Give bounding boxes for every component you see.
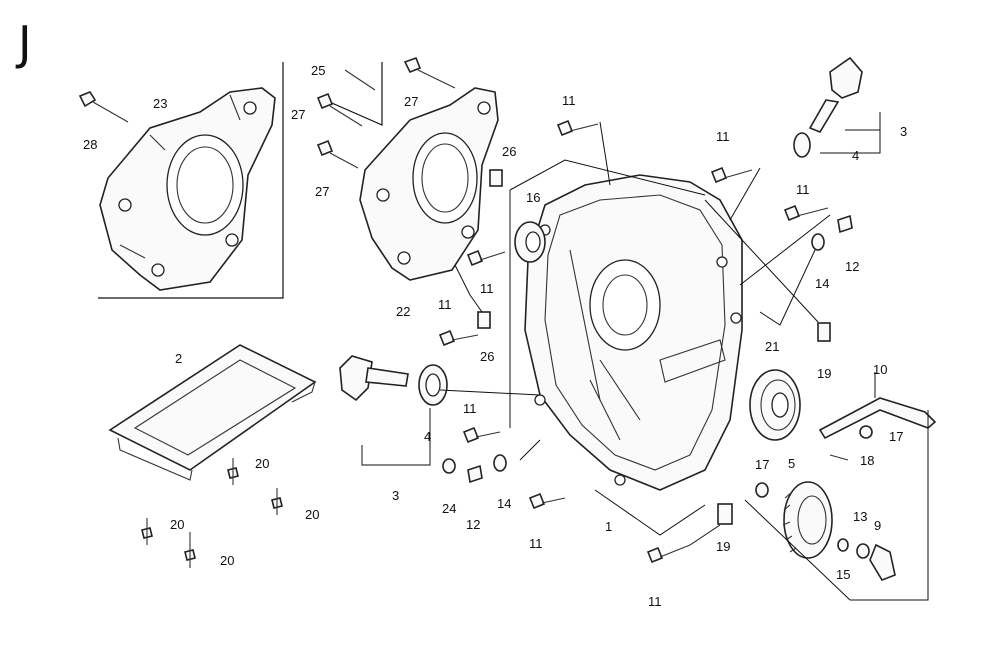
callout-11: 11 <box>438 297 452 312</box>
callout-17: 17 <box>755 457 770 472</box>
cylinder-adapter-23 <box>99 87 276 291</box>
leader-lines <box>361 112 929 601</box>
small-parts <box>442 169 873 559</box>
callout-3: 3 <box>900 124 908 139</box>
callout-26: 26 <box>480 349 495 364</box>
callout-11: 11 <box>463 401 477 416</box>
callout-20: 20 <box>170 517 185 532</box>
callout-14: 14 <box>497 496 512 511</box>
callout-11: 11 <box>529 536 543 551</box>
callout-5: 5 <box>788 456 796 471</box>
callout-11: 11 <box>716 129 730 144</box>
callout-15: 15 <box>836 567 851 582</box>
crankcase-cover-1 <box>524 174 743 491</box>
callout-27: 27 <box>291 107 306 122</box>
oil-filler-cap-3-top <box>793 56 863 158</box>
callout-22: 22 <box>396 304 411 319</box>
callout-17: 17 <box>889 429 904 444</box>
callout-24: 24 <box>442 501 457 516</box>
left-subassembly-frame <box>98 62 284 299</box>
callout-11: 11 <box>648 594 662 609</box>
callout-3: 3 <box>392 488 400 503</box>
callout-4: 4 <box>424 429 432 444</box>
callout-20: 20 <box>255 456 270 471</box>
callout-2: 2 <box>175 351 183 366</box>
callout-10: 10 <box>873 362 888 377</box>
callout-18: 18 <box>860 453 875 468</box>
callout-14: 14 <box>815 276 830 291</box>
callout-20: 20 <box>220 553 235 568</box>
callout-9: 9 <box>874 518 882 533</box>
section-letter: J <box>18 16 32 70</box>
callout-13: 13 <box>853 509 868 524</box>
callout-21: 21 <box>765 339 780 354</box>
base-plate-2 <box>108 344 317 481</box>
callout-11: 11 <box>562 93 576 108</box>
callout-11: 11 <box>796 182 810 197</box>
callout-12: 12 <box>845 259 860 274</box>
callout-4: 4 <box>852 148 860 163</box>
callout-27: 27 <box>404 94 419 109</box>
callout-23: 23 <box>153 96 168 111</box>
callout-26: 26 <box>502 144 517 159</box>
cylinder-adapter-22 <box>359 87 499 281</box>
callout-11: 11 <box>480 281 494 296</box>
oil-filler-cap-3-lower <box>339 355 448 406</box>
callout-28: 28 <box>83 137 98 152</box>
governor-gear-5 <box>782 481 833 559</box>
callout-12: 12 <box>466 517 481 532</box>
callout-16: 16 <box>526 190 541 205</box>
callout-19: 19 <box>817 366 832 381</box>
bearing-21 <box>749 369 801 441</box>
bolts <box>78 56 896 581</box>
callout-19: 19 <box>716 539 731 554</box>
callout-27: 27 <box>315 184 330 199</box>
governor-arm-10 <box>818 397 937 440</box>
callout-20: 20 <box>305 507 320 522</box>
callout-25: 25 <box>311 63 326 78</box>
center-subassembly-frame <box>324 62 383 126</box>
oil-seal-16 <box>514 221 546 263</box>
callout-1: 1 <box>605 519 613 534</box>
